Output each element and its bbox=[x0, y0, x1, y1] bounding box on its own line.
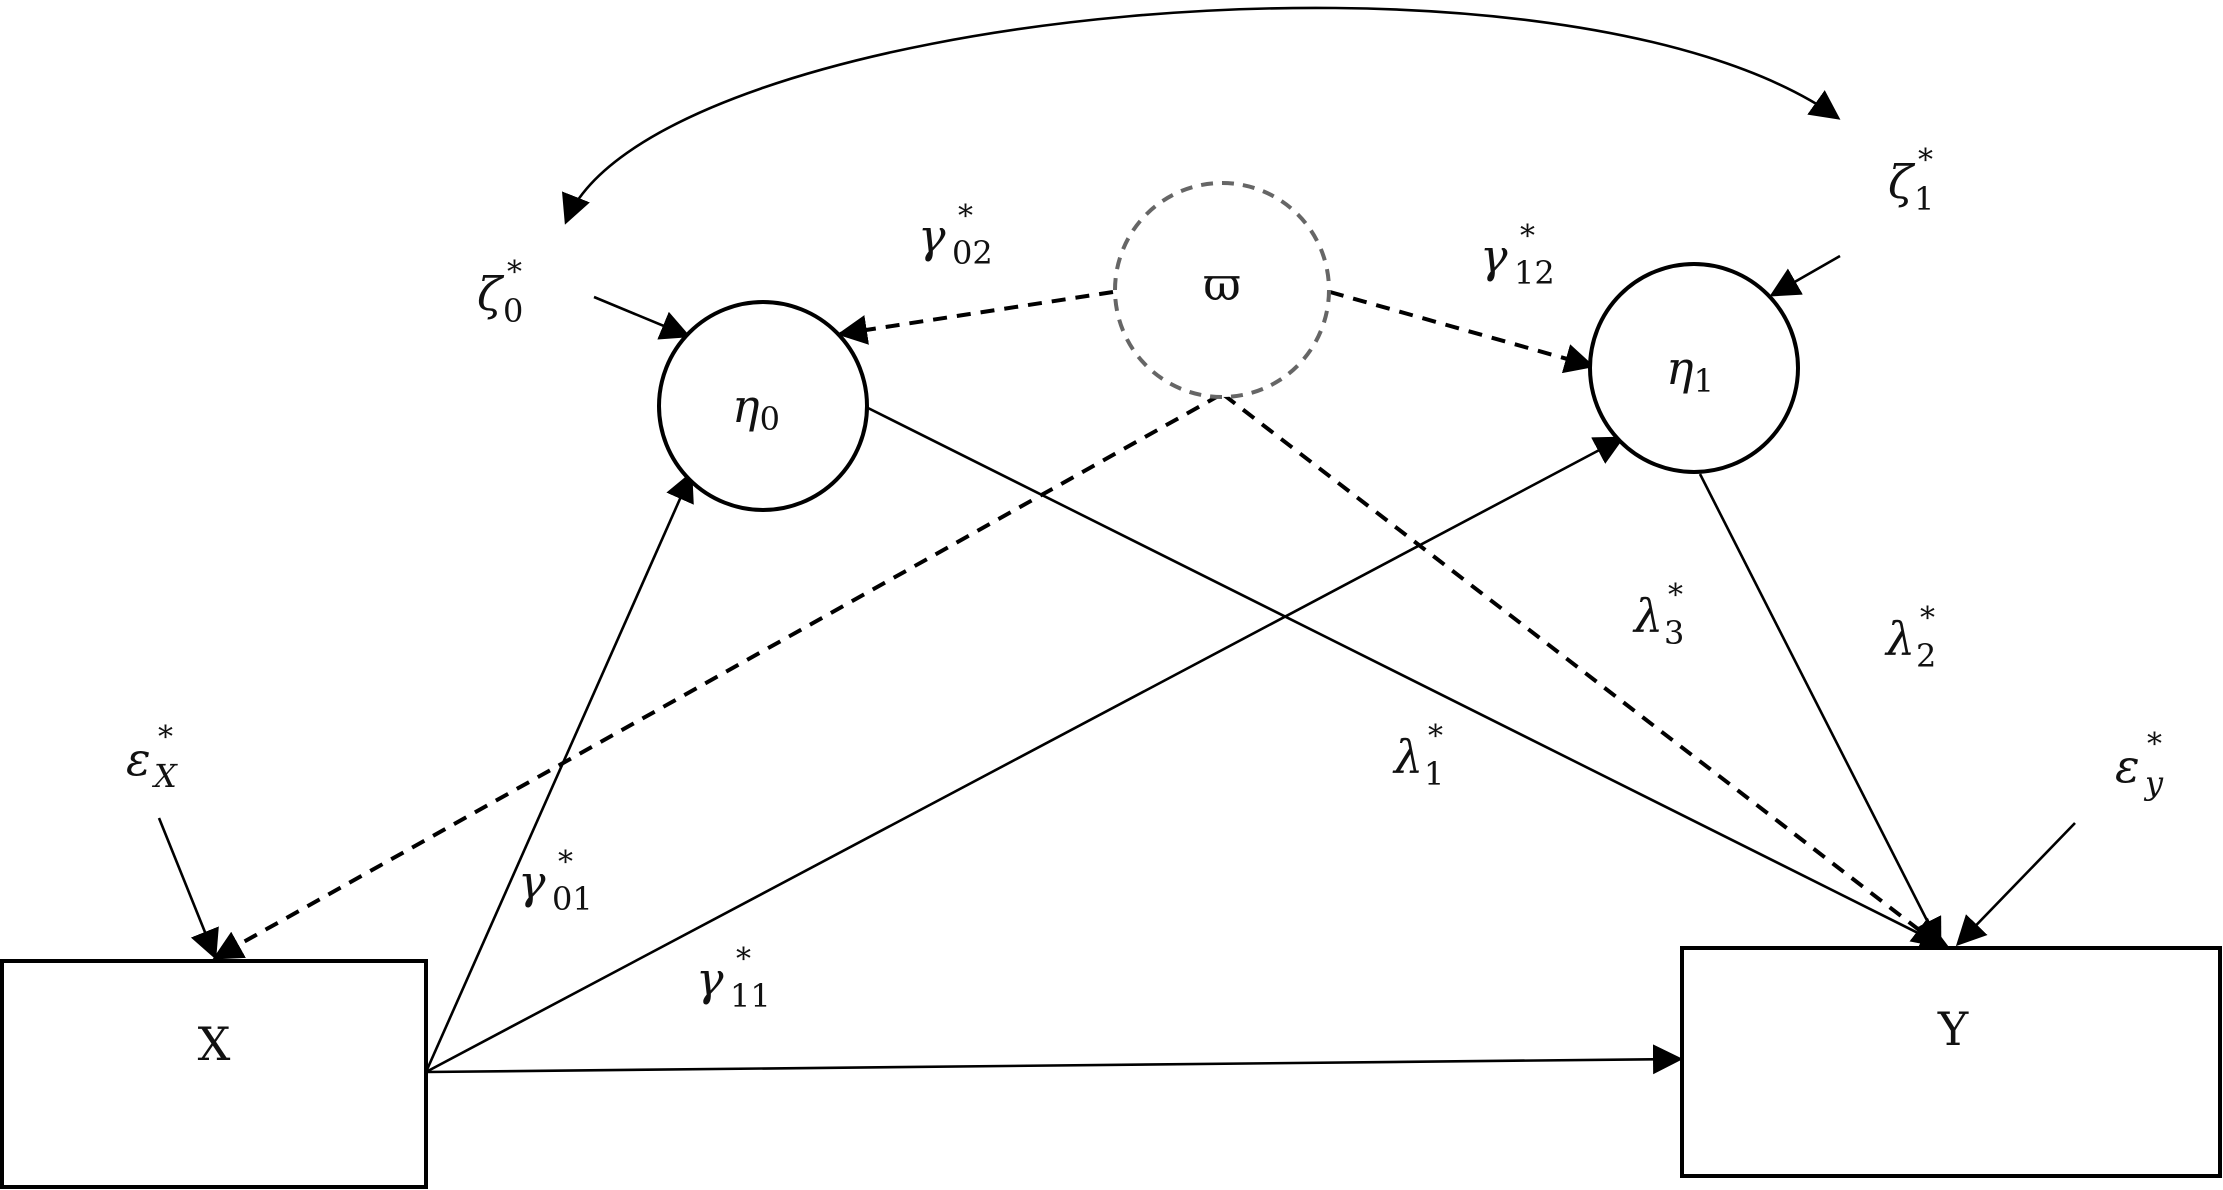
svg-text:12: 12 bbox=[1514, 254, 1555, 292]
svg-text:*: * bbox=[958, 199, 973, 234]
edge-x-eta1 bbox=[425, 436, 1625, 1074]
label-epsx: ε * X bbox=[126, 720, 178, 795]
edge-epsx-x bbox=[157, 817, 219, 960]
svg-text:γ: γ bbox=[918, 209, 946, 263]
svg-text:ε: ε bbox=[126, 732, 151, 786]
label-zeta0: ζ * 0 bbox=[477, 255, 523, 330]
label-gamma12: γ * 12 bbox=[1480, 219, 1555, 292]
svg-text:λ: λ bbox=[1632, 589, 1663, 643]
svg-text:λ: λ bbox=[1884, 612, 1915, 666]
node-eta1-label: η1 bbox=[1666, 341, 1714, 400]
svg-text:3: 3 bbox=[1664, 614, 1684, 652]
label-gamma11: γ * 11 bbox=[696, 942, 771, 1015]
svg-text:01: 01 bbox=[552, 880, 593, 918]
svg-text:*: * bbox=[2147, 727, 2162, 762]
svg-text:*: * bbox=[736, 942, 751, 977]
svg-text:02: 02 bbox=[952, 234, 993, 272]
edge-epsy-y bbox=[1955, 822, 2076, 947]
label-gamma01: γ * 01 bbox=[518, 845, 593, 918]
node-y-box bbox=[1680, 946, 2222, 1178]
label-lambda2: λ * 2 bbox=[1884, 601, 1936, 675]
node-y-label: Y bbox=[1937, 1002, 1969, 1056]
edge-omega-eta1 bbox=[1329, 290, 1595, 374]
node-omega-label: ϖ bbox=[1203, 257, 1241, 311]
svg-text:1: 1 bbox=[1424, 755, 1444, 793]
edge-zeta0-eta0 bbox=[593, 295, 691, 340]
label-gamma02: γ * 02 bbox=[918, 199, 993, 272]
label-lambda3: λ * 3 bbox=[1632, 578, 1684, 652]
svg-text:y: y bbox=[2143, 764, 2164, 802]
node-eta0-circle bbox=[657, 300, 869, 512]
svg-text:ζ: ζ bbox=[477, 267, 505, 321]
svg-text:*: * bbox=[558, 845, 573, 880]
svg-text:*: * bbox=[1668, 578, 1683, 613]
label-lambda1: λ * 1 bbox=[1392, 719, 1444, 793]
edge-eta0-y bbox=[865, 405, 1951, 950]
node-eta0-label: η0 bbox=[732, 379, 780, 438]
svg-text:λ: λ bbox=[1392, 730, 1423, 784]
label-epsy: ε * y bbox=[2115, 727, 2164, 802]
label-zeta1: ζ * 1 bbox=[1888, 143, 1934, 218]
svg-text:γ: γ bbox=[696, 952, 724, 1006]
svg-text:ε: ε bbox=[2115, 739, 2140, 793]
svg-text:γ: γ bbox=[518, 855, 546, 909]
svg-text:X: X bbox=[151, 757, 178, 795]
svg-text:*: * bbox=[1920, 601, 1935, 636]
svg-text:0: 0 bbox=[503, 292, 523, 330]
svg-text:*: * bbox=[507, 255, 522, 290]
svg-text:*: * bbox=[1428, 719, 1443, 754]
covariance-arc bbox=[562, 6, 1841, 225]
edge-x-eta0 bbox=[424, 471, 694, 1073]
svg-text:*: * bbox=[158, 720, 173, 755]
node-x-label: X bbox=[198, 1017, 231, 1071]
node-eta1-circle bbox=[1588, 262, 1800, 474]
svg-text:γ: γ bbox=[1480, 229, 1508, 283]
node-x-box bbox=[0, 959, 428, 1189]
edge-omega-y bbox=[1222, 393, 1943, 948]
edge-omega-eta0 bbox=[837, 290, 1114, 345]
svg-text:ζ: ζ bbox=[1888, 155, 1916, 209]
svg-text:1: 1 bbox=[1914, 180, 1934, 218]
node-omega-circle bbox=[1113, 181, 1331, 399]
svg-text:11: 11 bbox=[730, 977, 771, 1015]
edge-x-y bbox=[425, 1044, 1683, 1075]
svg-text:2: 2 bbox=[1916, 637, 1936, 675]
svg-text:*: * bbox=[1918, 143, 1933, 178]
edge-zeta1-eta1 bbox=[1769, 254, 1841, 297]
edge-eta1-y bbox=[1698, 473, 1942, 949]
svg-text:*: * bbox=[1520, 219, 1535, 254]
